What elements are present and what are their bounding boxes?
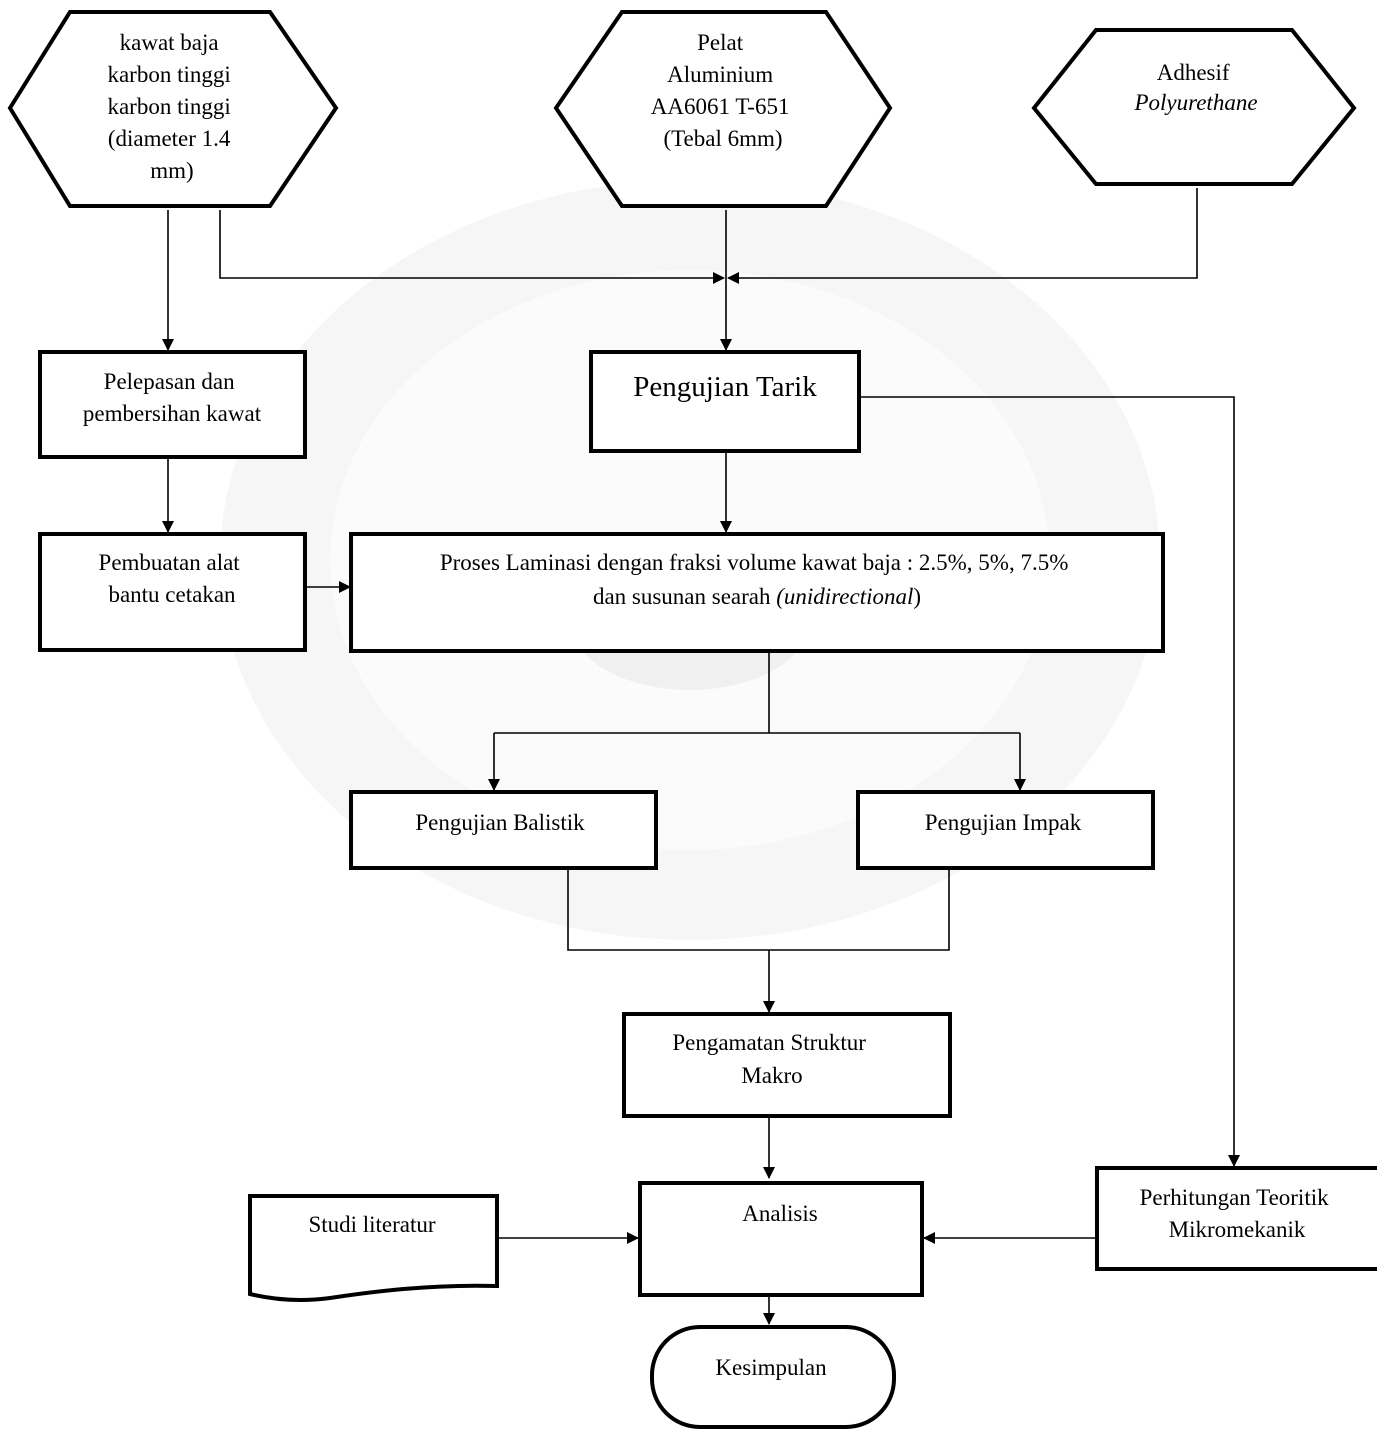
macro-line-1: Pengamatan Struktur [672,1030,866,1055]
wire-line-4: (diameter 1.4 [108,126,231,151]
process-box-theoretical-calculation: Perhitungan Teoritik Mikromekanik [1095,1166,1377,1271]
svg-text:Perhitungan Teoritik Mik: Perhitungan Teoritik Mikromekanik [1140,1185,1335,1242]
arrow-adhesive-to-merge [727,188,1198,284]
svg-text:Adhesif Polyurethane: Adhesif Polyurethane [1133,60,1257,115]
analysis-line-1: Analisis [742,1201,817,1226]
lamination-line-2: dan susunan searah (unidirectional) [593,584,921,609]
process-box-tensile: Pengujian Tarik [589,350,861,453]
plate-line-2: Aluminium [667,62,773,87]
svg-text:Pengujian Balistik: Pengujian Balistik [415,810,585,835]
process-box-analysis: Analisis [638,1181,924,1297]
line-tests-merge [567,870,950,951]
svg-text:Pengujian Impak: Pengujian Impak [925,810,1082,835]
process-box-impact: Pengujian Impak [856,790,1155,870]
process-box-mold: Pembuatan alat bantu cetakan [38,532,307,652]
input-hexagon-wire: kawat baja karbon tinggi karbon tinggi (… [7,10,339,208]
conclusion-line-1: Kesimpulan [715,1355,827,1380]
connectors [162,188,1240,1325]
input-hexagon-plate: Pelat Aluminium AA6061 T-651 (Tebal 6mm) [553,10,893,208]
mold-line-1: Pembuatan alat [99,550,241,575]
theory-line-1: Perhitungan Teoritik [1140,1185,1329,1210]
adhesive-line-1: Adhesif [1157,60,1230,85]
wire-line-3: karbon tinggi [107,94,230,119]
impact-line-1: Pengujian Impak [925,810,1082,835]
arrow-tensile-to-theory [860,396,1240,1167]
ballistic-line-1: Pengujian Balistik [415,810,585,835]
input-hexagon-adhesive: Adhesif Polyurethane [1031,28,1357,186]
tensile-line-1: Pengujian Tarik [633,371,817,403]
svg-text:Kesimpulan: Kesimpulan [715,1355,827,1380]
arrow-wire-to-merge [219,210,725,284]
literature-line-1: Studi literatur [308,1212,435,1237]
document-shape-literature: Studi literatur [248,1194,499,1303]
lamination-line-1: Proses Laminasi dengan fraksi volume kaw… [440,550,1069,575]
process-box-macro-observation: Pengamatan Struktur Makro [622,1012,952,1118]
process-box-cleaning: Pelepasan dan pembersihan kawat [38,350,307,459]
svg-text:Pengujian Tarik: Pengujian Tarik [633,371,817,403]
terminal-conclusion: Kesimpulan [650,1325,896,1429]
plate-line-3: AA6061 T-651 [651,94,790,119]
svg-text:Studi literatur: Studi literatur [308,1212,435,1237]
svg-text:Pelat Aluminium AA: Pelat Aluminium AA6061 T-651 (Tebal 6mm) [651,30,795,151]
wire-line-1: kawat baja [120,30,219,55]
cleaning-line-2: pembersihan kawat [83,401,262,426]
plate-line-1: Pelat [697,30,744,55]
plate-line-4: (Tebal 6mm) [663,126,782,151]
svg-text:Pembuatan alat bantu cet: Pembuatan alat bantu cetakan [99,550,246,607]
process-box-lamination: Proses Laminasi dengan fraksi volume kaw… [349,532,1165,653]
theory-line-2: Mikromekanik [1169,1217,1306,1242]
svg-text:Analisis: Analisis [742,1201,817,1226]
svg-text:Pelepasan dan pembersiha: Pelepasan dan pembersihan kawat [83,369,262,426]
wire-line-5: mm) [150,158,193,183]
process-box-ballistic: Pengujian Balistik [349,790,658,870]
svg-text:Proses Laminasi dengan fraksi: Proses Laminasi dengan fraksi volume kaw… [440,550,1074,609]
svg-text:Pengamatan Struktur Makr: Pengamatan Struktur Makro [672,1030,871,1088]
wire-line-2: karbon tinggi [107,62,230,87]
macro-line-2: Makro [741,1063,802,1088]
mold-line-2: bantu cetakan [108,582,236,607]
cleaning-line-1: Pelepasan dan [104,369,235,394]
svg-text:kawat baja karbon tinggi: kawat baja karbon tinggi karbon tinggi (… [107,30,236,183]
adhesive-line-2: Polyurethane [1133,90,1257,115]
